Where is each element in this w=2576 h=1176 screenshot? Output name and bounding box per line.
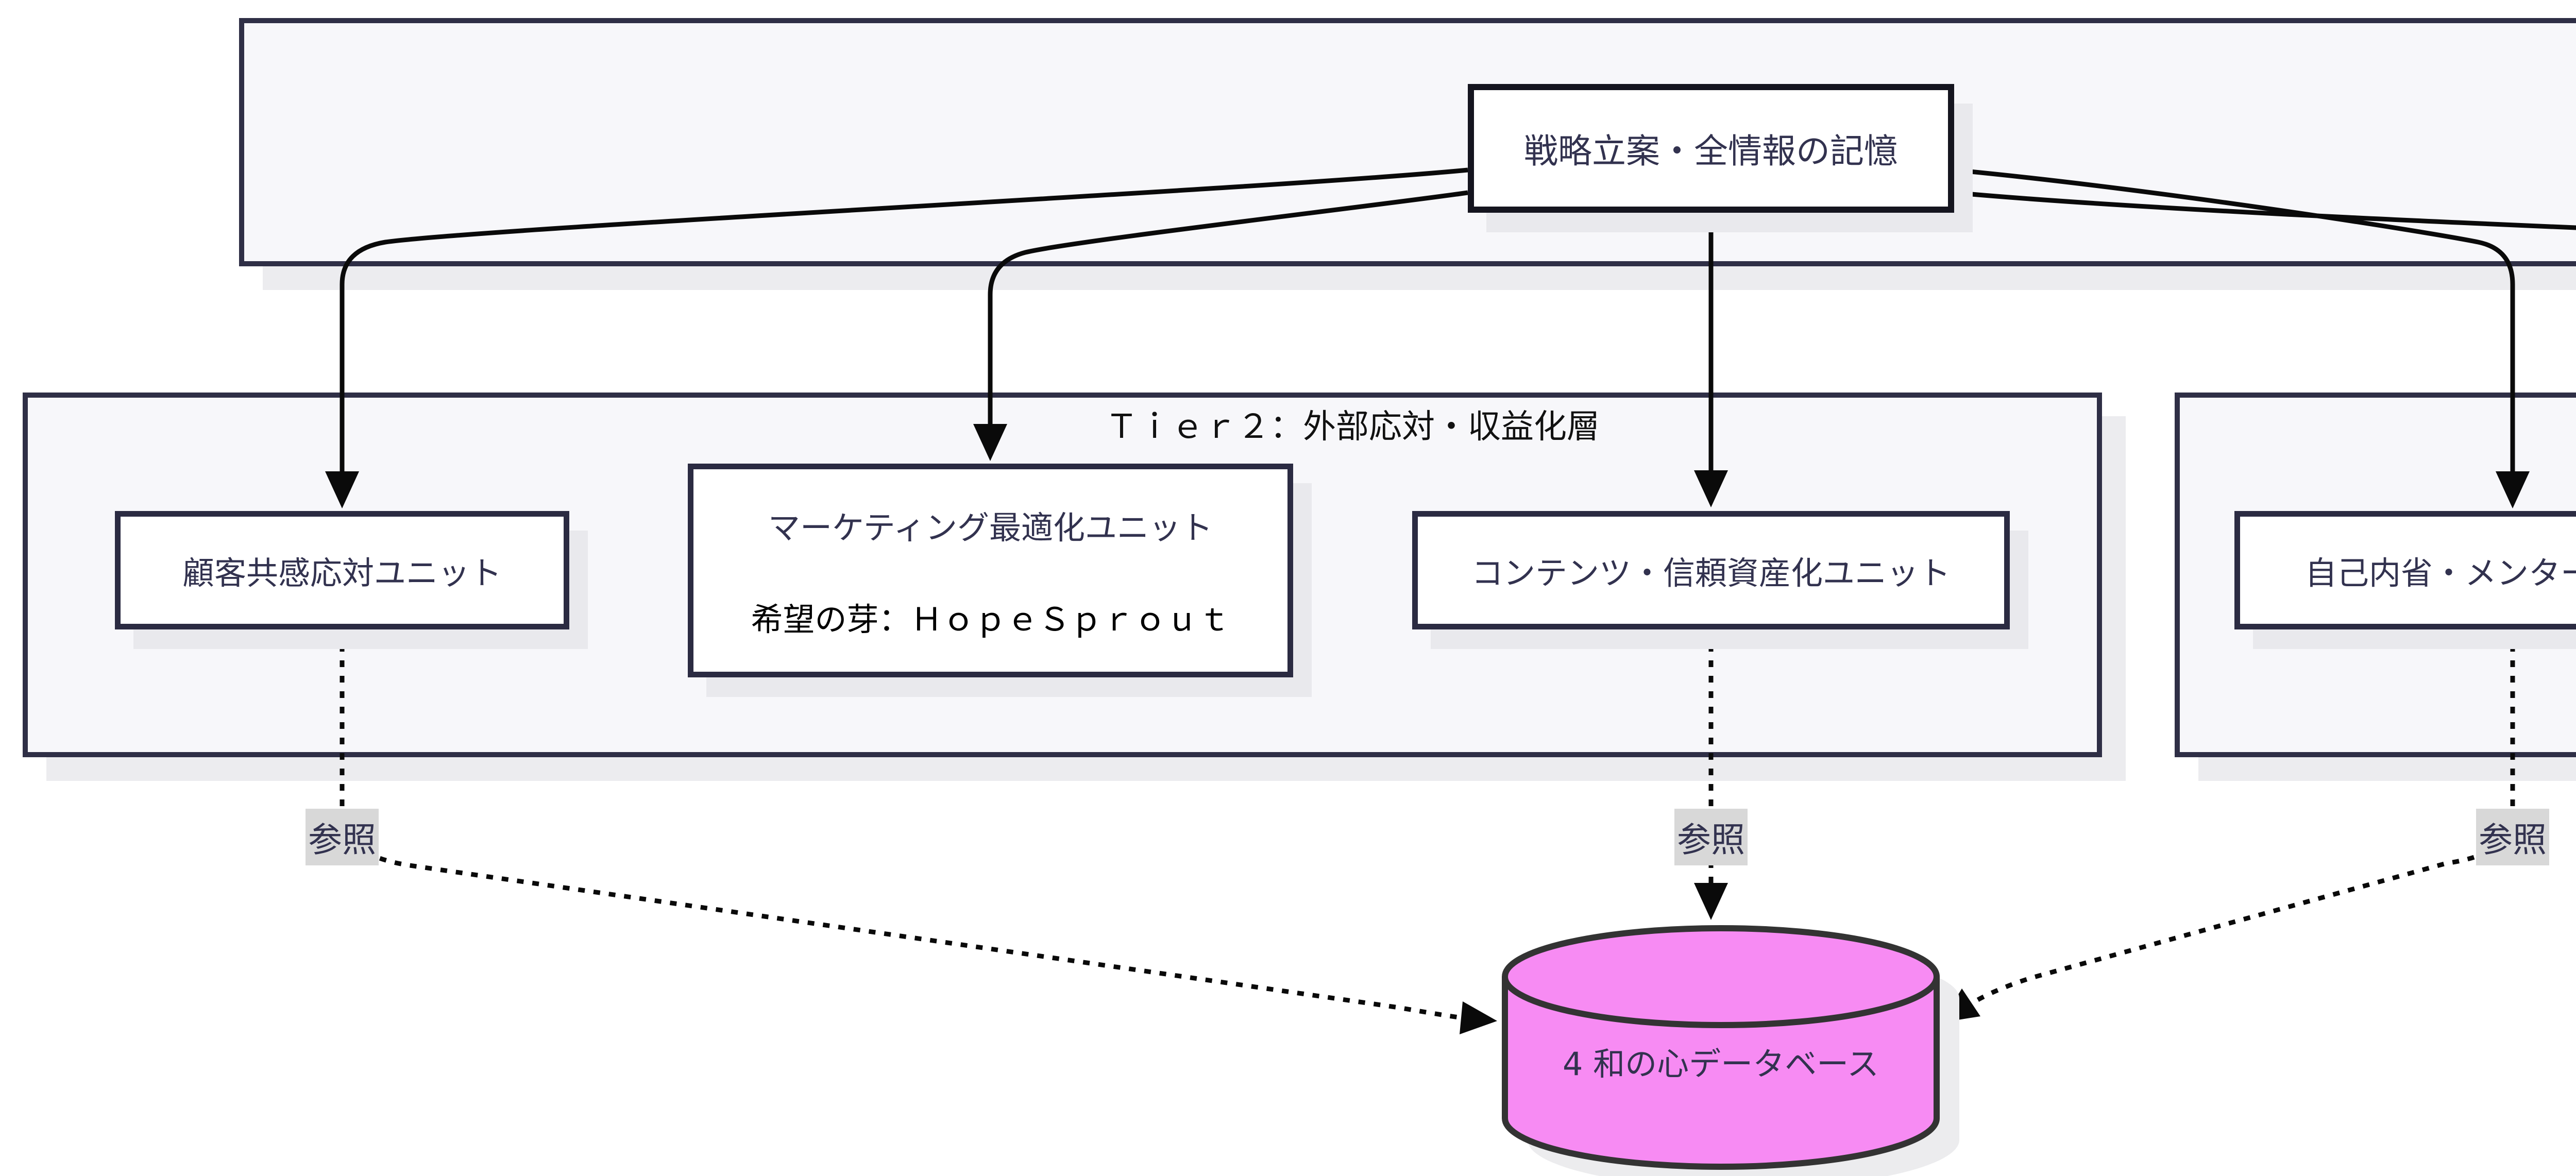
tier3-title: Ｔｉｅｒ３：自己内省・調律層 [2487,401,2576,447]
tier2-title: Ｔｉｅｒ２：外部応対・収益化層 [1105,408,1600,446]
strategy-memory-label: 戦略立案・全情報の記憶 [1524,131,1898,171]
top-tier-container [239,18,2576,266]
arrowhead-db-left [1460,1001,1497,1034]
marketing-optimization-node: マーケティング最適化ユニット 希望の芽：ＨｏｐｅＳｐｒｏｕｔ [688,464,1293,677]
hopesprout-label: 希望の芽：ＨｏｐｅＳｐｒｏｕｔ [751,600,1230,638]
customer-empathy-label: 顧客共感応対ユニット [182,554,502,592]
database-top-ellipse [1502,925,1940,1028]
database-label: 4 和の心データベース [1562,1045,1879,1083]
content-trust-node: コンテンツ・信頼資産化ユニット [1412,511,2010,629]
ref-label-left: 参照 [306,809,379,865]
arrowhead-db-center [1694,883,1728,920]
arrowhead-db-right [1941,988,1980,1022]
ref-label-center: 参照 [1674,809,1748,865]
content-trust-label: コンテンツ・信頼資産化ユニット [1471,554,1951,592]
marketing-optimization-label: マーケティング最適化ユニット [768,508,1213,547]
strategy-memory-node: 戦略立案・全情報の記憶 [1468,84,1954,213]
customer-empathy-node: 顧客共感応対ユニット [115,511,569,629]
ref-label-right: 参照 [2476,809,2549,865]
self-reflection-mentor-label: 自己内省・メンターユニット [2304,554,2576,592]
self-reflection-mentor-node: 自己内省・メンターユニット [2234,511,2576,629]
